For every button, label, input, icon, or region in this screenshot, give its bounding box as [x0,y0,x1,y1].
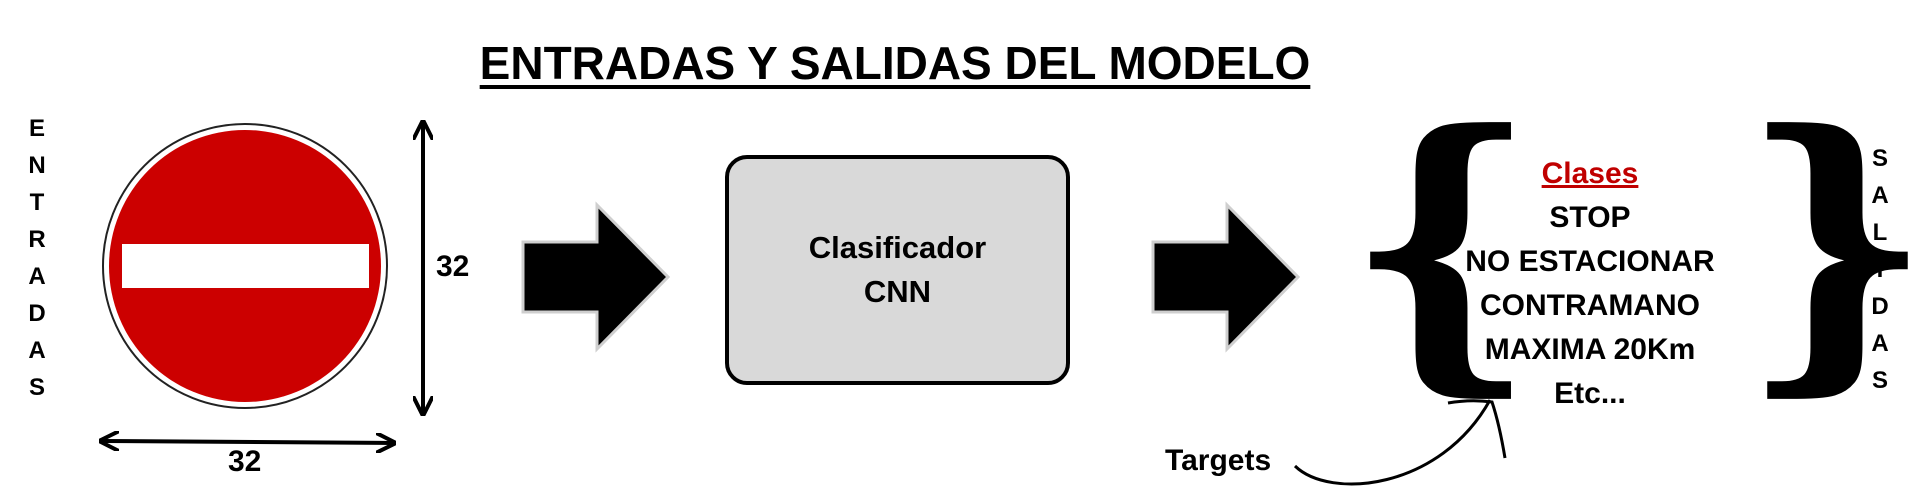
letter: S [1871,145,1888,172]
no-entry-sign-icon [102,123,388,409]
letter: I [1876,256,1884,283]
class-item: CONTRAMANO [1480,289,1700,322]
letter: S [1871,367,1888,394]
letter: A [1871,182,1889,209]
width-label: 32 [228,445,262,478]
class-item: STOP [1549,201,1631,234]
height-label: 32 [436,250,470,283]
class-item: Etc... [1554,377,1626,410]
classifier-box: Clasificador CNN [725,155,1070,385]
classifier-label-line1: Clasificador [808,230,987,265]
letter: A [28,337,46,364]
letter: A [1871,330,1889,357]
targets-pointer-arrow [1293,399,1492,486]
page-title: ENTRADAS Y SALIDAS DEL MODELO [479,37,1311,89]
inputs-vertical-label: E N T R A D A S [17,110,57,406]
letter: L [1872,219,1888,246]
letter: S [28,374,45,401]
classifier-label-line2: CNN [863,274,932,309]
width-dimension-arrow [103,441,392,443]
classes-list: Clases STOP NO ESTACIONAR CONTRAMANO MAX… [1420,152,1760,416]
class-item: NO ESTACIONAR [1465,245,1715,278]
targets-arrowhead [1447,399,1507,459]
classes-heading: Clases [1541,157,1639,190]
left-brace: { [1345,68,1538,421]
letter: D [28,300,46,327]
class-item: MAXIMA 20Km [1484,333,1696,366]
letter: N [28,152,46,179]
letter: A [28,263,46,290]
letter: R [28,226,46,253]
model-to-output-arrow [1151,201,1301,353]
letter: E [28,115,45,142]
letter: D [1871,293,1889,320]
right-brace: } [1740,68,1920,421]
letter: T [29,189,45,216]
input-to-model-arrow [521,201,671,353]
outputs-vertical-label: S A L I D A S [1860,140,1900,399]
targets-label: Targets [1165,444,1272,477]
